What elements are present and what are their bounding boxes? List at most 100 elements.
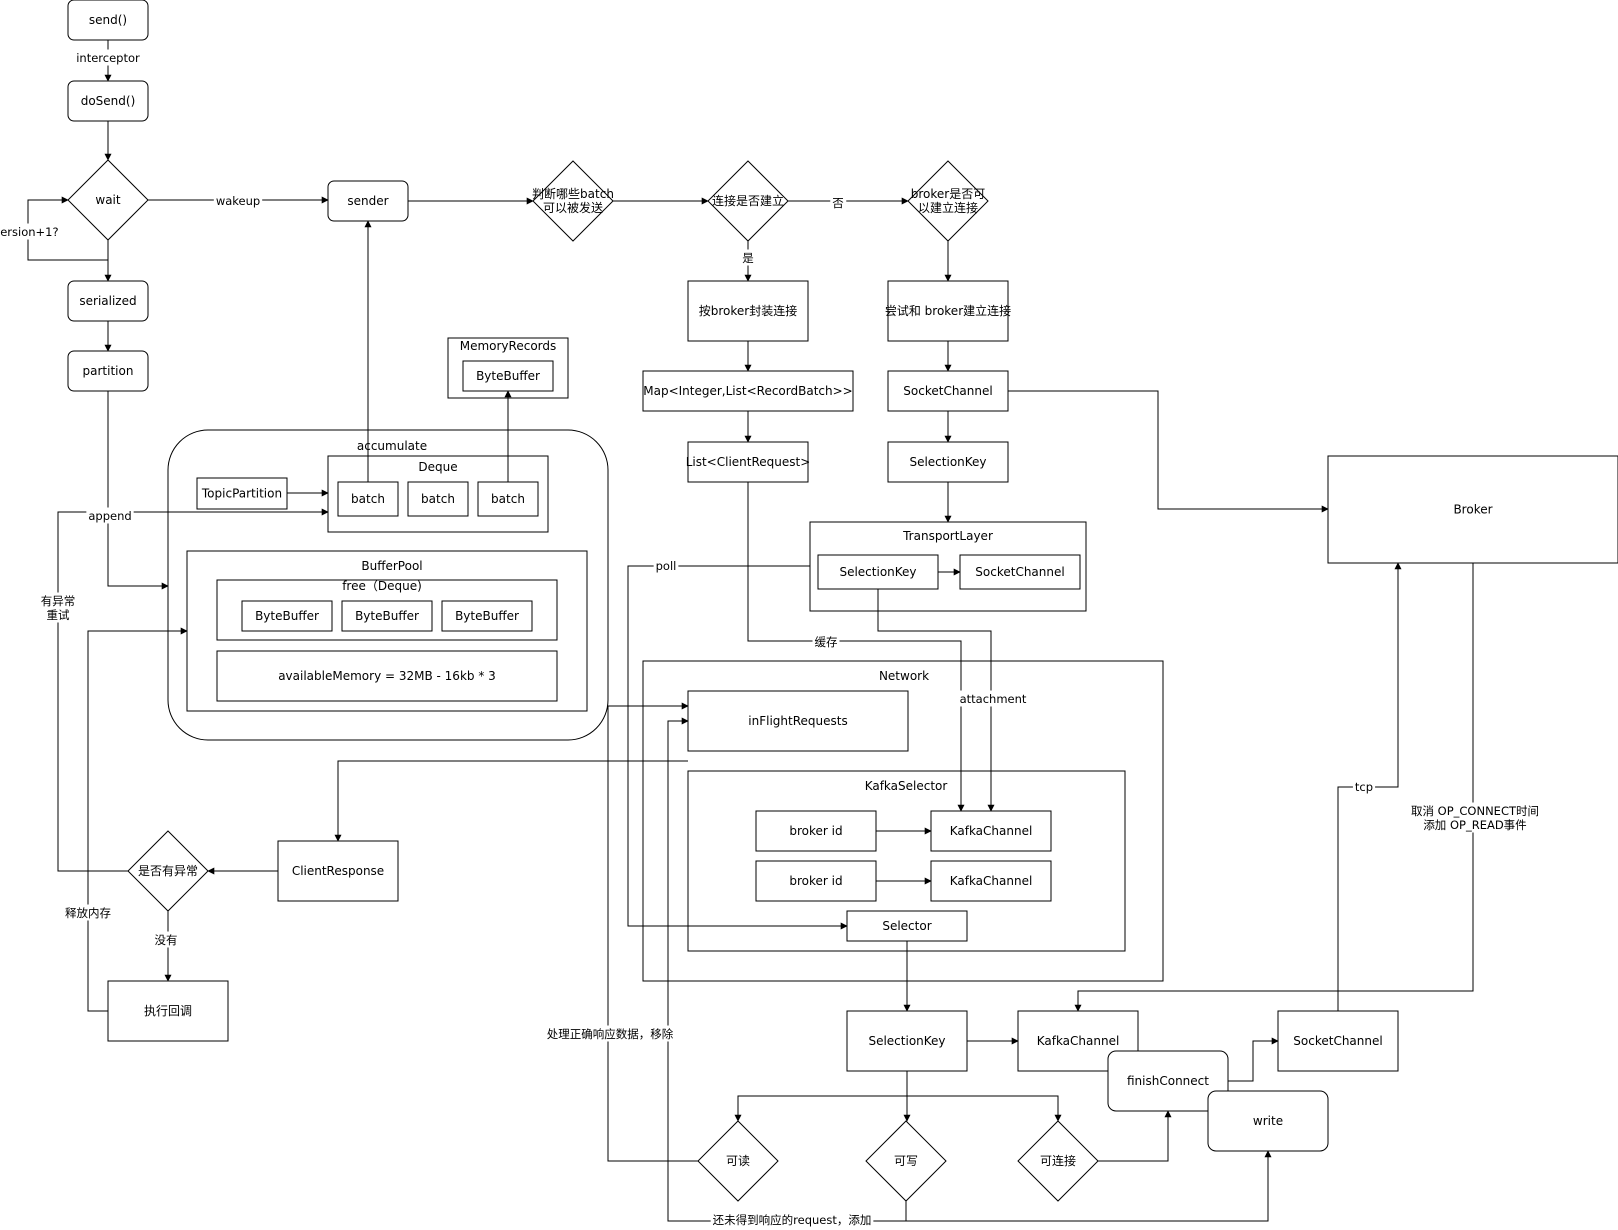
connector-30 (334, 760, 688, 842)
node-label-brokerid2: broker id (789, 874, 842, 888)
edge-label-text-poll: poll (656, 559, 677, 573)
node-wrap_conn: 按broker封装连接 (687, 280, 809, 342)
node-send: send() (67, 0, 149, 41)
node-label-callback: 执行回调 (144, 1004, 192, 1018)
node-label-selector: Selector (882, 919, 931, 933)
node-write: write (1207, 1090, 1329, 1152)
node-connectable: 可连接 (1017, 1120, 1099, 1202)
node-broker_can: broker是否可以建立连接 (907, 160, 989, 242)
node-callback: 执行回调 (107, 980, 229, 1042)
edge-label-version: version+1? (0, 223, 61, 240)
node-selectionkey1: SelectionKey (887, 441, 1009, 483)
edge-label-text-retry: 有异常重试 (41, 594, 76, 622)
node-label-dosend: doSend() (81, 94, 136, 108)
node-label-available_memory: availableMemory = 32MB - 16kb * 3 (278, 669, 496, 683)
edge-label-retry: 有异常重试 (38, 592, 78, 623)
node-label-connectable: 可连接 (1040, 1153, 1076, 1168)
edge-label-attachment: attachment (957, 690, 1029, 707)
node-label-socketchannel1: SocketChannel (903, 384, 992, 398)
node-writable: 可写 (865, 1120, 947, 1202)
node-batch2: batch (407, 481, 469, 517)
node-selectionkey2: SelectionKey (846, 1010, 968, 1072)
node-label-send: send() (89, 13, 127, 27)
node-bb1: ByteBuffer (241, 600, 333, 632)
node-label-kafkachannel1: KafkaChannel (950, 824, 1033, 838)
container-label-deque: Deque (418, 460, 457, 474)
edge-label-tcp: tcp (1352, 778, 1376, 795)
connector-22 (57, 508, 329, 872)
node-label-broker_can: broker是否可以建立连接 (911, 187, 985, 215)
node-has_error: 是否有异常 (127, 830, 209, 912)
node-label-socketchannel2: SocketChannel (1293, 1034, 1382, 1048)
edge-label-no: 否 (830, 194, 847, 211)
edge-label-text-no_error: 没有 (155, 933, 178, 947)
node-label-selectionkey1: SelectionKey (909, 455, 986, 469)
node-kafkachannel2: KafkaChannel (930, 860, 1052, 902)
node-label-tl_selectionkey: SelectionKey (839, 565, 916, 579)
container-label-bufferpool: BufferPool (361, 559, 422, 573)
node-brokerid2: broker id (755, 860, 877, 902)
node-brokerid1: broker id (755, 810, 877, 852)
node-finishconnect: finishConnect (1107, 1050, 1229, 1112)
node-partition: partition (67, 350, 149, 392)
edge-label-text-wakeup: wakeup (216, 194, 260, 208)
node-try_conn: 尝试和 broker建立连接 (885, 280, 1011, 342)
container-label-kafkaselector: KafkaSelector (865, 779, 948, 793)
node-label-selectionkey2: SelectionKey (868, 1034, 945, 1048)
container-label-memoryrecords: MemoryRecords (460, 339, 557, 353)
node-mr_bytebuffer: ByteBuffer (462, 360, 554, 392)
node-selector: Selector (846, 910, 968, 942)
connector-17 (1008, 390, 1329, 513)
node-kafkachannel1: KafkaChannel (930, 810, 1052, 852)
node-label-map_batch: Map<Integer,List<RecordBatch>> (643, 384, 852, 398)
edge-label-poll: poll (653, 557, 679, 574)
node-dosend: doSend() (67, 80, 149, 122)
node-label-tl_socketchannel: SocketChannel (975, 565, 1064, 579)
container-label-network: Network (879, 669, 929, 683)
node-label-brokerid1: broker id (789, 824, 842, 838)
node-label-bb2: ByteBuffer (355, 609, 419, 623)
node-label-broker: Broker (1453, 502, 1492, 516)
connector-4 (27, 196, 109, 261)
connector-39 (1098, 1110, 1172, 1162)
node-label-bb3: ByteBuffer (455, 609, 519, 623)
node-conn_built: 连接是否建立 (707, 160, 789, 242)
node-label-has_error: 是否有异常 (138, 864, 198, 878)
edge-label-text-append: append (88, 509, 131, 523)
node-label-topicpartition: TopicPartition (201, 486, 282, 500)
container-label-accumulate: accumulate (357, 439, 427, 453)
node-readable: 可读 (697, 1120, 779, 1202)
edge-label-text-not_resp: 还未得到响应的request，添加 (713, 1213, 872, 1227)
connector-36 (737, 1095, 907, 1121)
node-clientresponse: ClientResponse (277, 840, 399, 902)
node-label-list_req: List<ClientRequest> (686, 455, 811, 469)
node-tl_socketchannel: SocketChannel (959, 554, 1081, 590)
edge-label-handle_resp: 处理正确响应数据，移除 (544, 1025, 676, 1042)
edge-label-wakeup: wakeup (213, 192, 263, 209)
node-label-kafkachannel2: KafkaChannel (950, 874, 1033, 888)
node-label-finishconnect: finishConnect (1127, 1074, 1209, 1088)
edge-label-not_resp: 还未得到响应的request，添加 (710, 1211, 874, 1228)
edge-label-text-attachment: attachment (960, 692, 1027, 706)
connector-42 (1074, 563, 1474, 1012)
container-label-free_deque: free（Deque) (342, 579, 422, 593)
node-label-mr_bytebuffer: ByteBuffer (476, 369, 540, 383)
connector-40 (1228, 1037, 1279, 1082)
edge-label-text-cache: 缓存 (815, 635, 838, 649)
edge-label-cancel_connect: 取消 OP_CONNECT时间添加 OP_READ事件 (1409, 802, 1541, 833)
node-serialized: serialized (67, 280, 149, 322)
node-label-batch1: batch (351, 492, 385, 506)
node-label-sender: sender (347, 194, 388, 208)
edge-label-text-no: 否 (832, 196, 844, 210)
node-batch3: batch (477, 481, 539, 517)
edge-label-text-handle_resp: 处理正确响应数据，移除 (547, 1027, 674, 1041)
node-wait: wait (67, 159, 149, 241)
node-label-inflight: inFlightRequests (748, 714, 847, 728)
edge-label-cache: 缓存 (812, 633, 840, 650)
connector-27 (877, 589, 995, 812)
container-label-transportlayer: TransportLayer (902, 529, 993, 543)
node-list_req: List<ClientRequest> (686, 441, 811, 483)
node-map_batch: Map<Integer,List<RecordBatch>> (642, 370, 854, 412)
node-label-conn_built: 连接是否建立 (712, 193, 784, 208)
